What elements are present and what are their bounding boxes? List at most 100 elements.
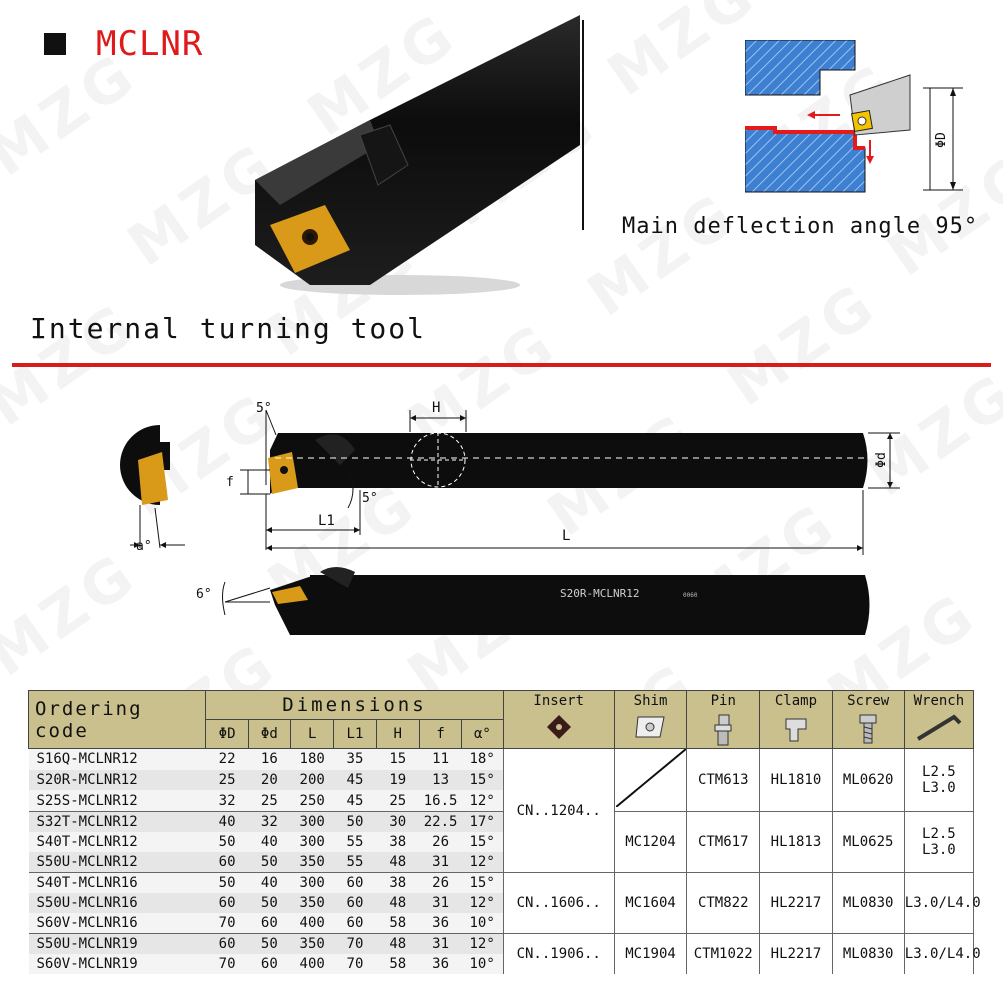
header-divider bbox=[582, 20, 584, 230]
top-view: H Φd 5° f 5° L1 L bbox=[226, 400, 900, 555]
watermark-text: MZG bbox=[595, 0, 769, 109]
wrench-column-header: Wrench bbox=[903, 690, 975, 749]
ordering-code-cell: S25S-MCLNR12 bbox=[28, 790, 206, 812]
dimension-cell: 70 bbox=[205, 913, 249, 934]
label-d: Φd bbox=[874, 452, 889, 468]
angle-top: 5° bbox=[256, 401, 272, 416]
ordering-code-cell: S50U-MCLNR19 bbox=[28, 933, 206, 954]
dimension-cell: 15° bbox=[461, 872, 504, 893]
dimension-cell: 50 bbox=[333, 811, 377, 832]
dimension-cell: 10° bbox=[461, 954, 504, 974]
dimension-cell: 12° bbox=[461, 790, 504, 812]
shim-header-label: Shim bbox=[633, 693, 668, 709]
dimension-cell: 35 bbox=[333, 747, 377, 770]
dimension-cell: 22 bbox=[205, 747, 249, 770]
dimension-cell: 40 bbox=[205, 811, 249, 832]
dimension-cell: 30 bbox=[376, 811, 420, 832]
dimension-cell: 12° bbox=[461, 893, 504, 913]
deflection-diagram: ΦD bbox=[745, 40, 963, 193]
dimension-cell: 350 bbox=[290, 933, 334, 954]
insert-cell: CN..1606.. bbox=[502, 872, 615, 934]
clamp-column-header: Clamp bbox=[759, 690, 833, 749]
dimension-cell: 32 bbox=[248, 811, 291, 832]
label-L: L bbox=[562, 528, 570, 544]
dimension-cell: 40 bbox=[248, 832, 291, 852]
watermark-text: MZG bbox=[575, 179, 749, 330]
dimension-cell: 38 bbox=[376, 872, 420, 893]
page-subtitle: Internal turning tool bbox=[30, 312, 427, 345]
angle-head: 6° bbox=[196, 587, 212, 602]
dimension-cell: 18° bbox=[461, 747, 504, 770]
label-f: f bbox=[226, 475, 234, 490]
dimension-cell: 58 bbox=[376, 913, 420, 934]
dim-header-L: L bbox=[289, 719, 335, 749]
clamp-cell: HL1813 bbox=[759, 811, 833, 873]
dim-header-alpha: α° bbox=[461, 719, 504, 749]
dimension-cell: 50 bbox=[205, 832, 249, 852]
wrench-size: L2.5 bbox=[922, 826, 956, 842]
dimension-cell: 400 bbox=[290, 954, 334, 974]
dimension-cell: 70 bbox=[205, 954, 249, 974]
dimension-cell: 180 bbox=[290, 747, 334, 770]
tool-serial: 0060 bbox=[683, 592, 698, 599]
dimension-cell: 50 bbox=[205, 872, 249, 893]
insert-header-label: Insert bbox=[533, 693, 584, 709]
dimension-cell: 16 bbox=[248, 747, 291, 770]
section-divider bbox=[12, 363, 991, 367]
wrench-size: L3.0 bbox=[922, 842, 956, 858]
pin-cell: CTM617 bbox=[686, 811, 761, 873]
ordering-code-cell: S32T-MCLNR12 bbox=[28, 811, 206, 832]
dimension-cell: 60 bbox=[248, 954, 291, 974]
clamp-cell: HL1810 bbox=[759, 748, 833, 812]
wrench-header-label: Wrench bbox=[913, 693, 965, 709]
ordering-code-cell: S20R-MCLNR12 bbox=[28, 769, 206, 791]
angle-side: 5° bbox=[362, 491, 378, 506]
dimension-cell: 58 bbox=[376, 954, 420, 974]
shim-cell bbox=[613, 748, 688, 812]
dimension-cell: 300 bbox=[290, 872, 334, 893]
clamp-icon bbox=[785, 718, 807, 742]
shim-cell: MC1204 bbox=[613, 811, 688, 873]
insert-cell: CN..1906.. bbox=[502, 933, 615, 974]
dimension-cell: 300 bbox=[290, 832, 334, 852]
wrench-cell: L3.0/L4.0 bbox=[903, 872, 981, 934]
dimension-cell: 36 bbox=[419, 913, 462, 934]
ordering-code-header: Ordering code bbox=[27, 690, 207, 749]
screw-cell: ML0620 bbox=[831, 748, 905, 812]
dimension-cell: 17° bbox=[461, 811, 504, 832]
end-view: a° bbox=[120, 425, 185, 554]
dimension-cell: 50 bbox=[248, 933, 291, 954]
screw-icon bbox=[859, 714, 877, 744]
dimension-cell: 60 bbox=[248, 913, 291, 934]
dimension-cell: 26 bbox=[419, 832, 462, 852]
label-H: H bbox=[432, 400, 440, 416]
screw-cell: ML0830 bbox=[831, 933, 905, 974]
dim-header-D: ΦD bbox=[205, 719, 249, 749]
deflection-caption: Main deflection angle 95° bbox=[622, 214, 979, 239]
dimension-cell: 13 bbox=[419, 769, 462, 791]
tool-photo bbox=[255, 15, 580, 295]
dimension-cell: 15° bbox=[461, 832, 504, 852]
dimension-cell: 12° bbox=[461, 852, 504, 873]
side-view: S20R-MCLNR12 0060 6° bbox=[196, 567, 870, 635]
dimension-cell: 25 bbox=[248, 790, 291, 812]
pin-header-label: Pin bbox=[710, 693, 736, 709]
no-shim-slash bbox=[614, 748, 687, 808]
spec-table: Ordering code Dimensions Insert Shim Pin… bbox=[27, 690, 981, 974]
ordering-code-cell: S60V-MCLNR16 bbox=[28, 913, 206, 934]
pin-cell: CTM1022 bbox=[686, 933, 761, 974]
ordering-code-cell: S60V-MCLNR19 bbox=[28, 954, 206, 974]
dimension-cell: 36 bbox=[419, 954, 462, 974]
dimension-cell: 50 bbox=[248, 893, 291, 913]
clamp-header-label: Clamp bbox=[774, 693, 818, 709]
dimension-cell: 60 bbox=[205, 852, 249, 873]
